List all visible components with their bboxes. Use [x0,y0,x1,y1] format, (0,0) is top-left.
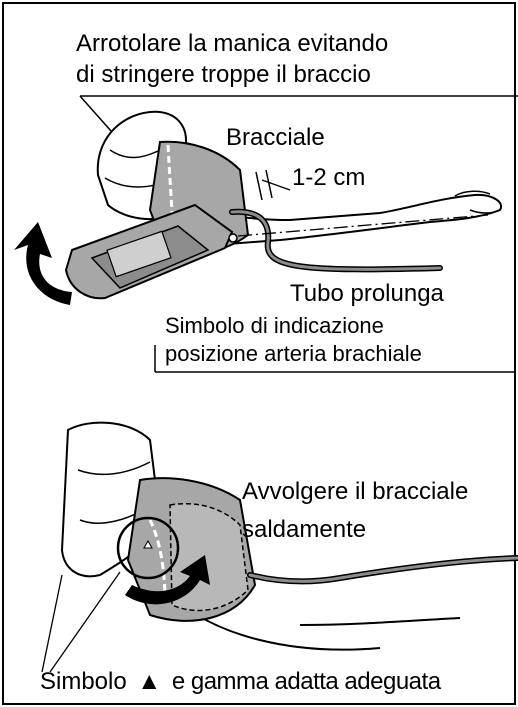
instruction-roll-sleeve-line2: di stringere troppe il braccio [76,61,371,89]
extension-tube-bottom [250,558,518,581]
instruction-wrap-line1: Avvolgere il bracciale [242,478,468,506]
range-caption-suffix: e gamma adatta adeguata [172,668,441,695]
cuff-label: Bracciale [226,124,325,152]
artery-mark [229,234,237,242]
range-symbol: ▲ [137,668,161,695]
range-caption: Simbolo ▲ e gamma adatta adeguata [40,668,441,696]
gap-label: 1-2 cm [292,164,365,192]
instruction-wrap-line2: saldamente [242,516,366,544]
instruction-roll-sleeve-line1: Arrotolare la manica evitando [76,30,388,58]
artery-label-line2: posizione arteria brachiale [165,340,422,367]
tube-label: Tubo prolunga [290,280,444,308]
wrap-arrow-top [14,222,72,305]
artery-label-line1: Simbolo di indicazione [165,312,384,339]
range-caption-prefix: Simbolo [40,668,127,695]
